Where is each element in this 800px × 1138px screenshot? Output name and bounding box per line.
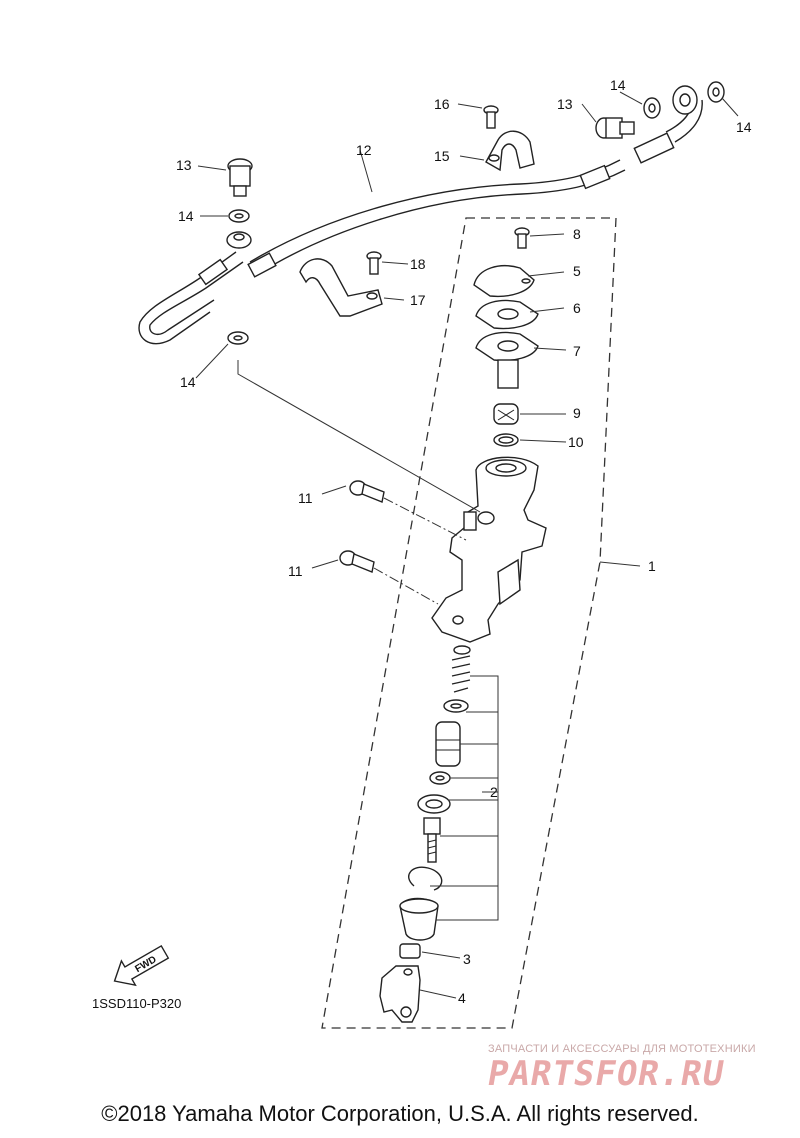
diaphragm-plate-6: [475, 299, 539, 330]
callout-15: 15: [434, 148, 450, 164]
callout-9: 9: [573, 405, 581, 421]
hose-holder-17: [299, 258, 383, 317]
callout-10: 10: [568, 434, 584, 450]
bolt-11b: [339, 550, 375, 573]
callout-8: 8: [573, 226, 581, 242]
union-bolt-right: [595, 117, 635, 139]
washer-14c: [643, 97, 661, 119]
bolt-11a: [349, 480, 385, 503]
fwd-label: FWD: [133, 954, 158, 975]
washer-plate: [417, 794, 451, 814]
assembly-boundary: [321, 217, 617, 1029]
cap-5: [473, 265, 535, 298]
screw-18: [366, 251, 382, 275]
float-9: [493, 403, 519, 425]
watermark-tagline: ЗАПЧАСТИ И АКСЕССУАРЫ ДЛЯ МОТОТЕХНИКИ: [488, 1043, 756, 1055]
callout-11a: 11: [298, 490, 313, 506]
callout-5: 5: [573, 263, 581, 279]
banjo-fitting-left: [226, 231, 252, 249]
callout-12: 12: [356, 142, 372, 158]
hose-holder-15: [485, 130, 535, 172]
cup-2: [429, 771, 451, 785]
washer-14d: [707, 81, 725, 103]
brake-hose: [138, 97, 703, 345]
nut-3: [399, 943, 421, 959]
piston-kit-bracket: [430, 675, 499, 921]
clevis-4: [379, 965, 421, 1023]
master-cylinder-body: [431, 456, 547, 643]
callout-3: 3: [463, 951, 471, 967]
callout-1: 1: [648, 558, 656, 574]
callout-2: 2: [490, 784, 498, 800]
washer-14a: [228, 209, 250, 223]
watermark-logo: PARTSFOR.RU: [484, 1054, 728, 1094]
banjo-fitting-right: [672, 85, 698, 115]
spring: [451, 645, 471, 693]
push-rod: [423, 817, 441, 863]
callout-14b: 14: [180, 374, 196, 390]
callout-16: 16: [434, 96, 450, 112]
o-ring-10: [493, 433, 519, 447]
boot: [399, 897, 439, 941]
screw-8: [514, 227, 530, 249]
callout-14d: 14: [736, 119, 752, 135]
callout-17: 17: [410, 292, 426, 308]
diaphragm-7: [475, 331, 539, 389]
callout-11b: 11: [288, 563, 303, 579]
screw-16: [483, 105, 499, 129]
drawing-code: 1SSD110-P320: [92, 996, 182, 1011]
callout-13a: 13: [176, 157, 192, 173]
callout-13b: 13: [557, 96, 573, 112]
callout-14c: 14: [610, 77, 626, 93]
bolt-11a-axis: [383, 497, 467, 541]
piston: [435, 721, 461, 767]
circlip: [408, 866, 443, 891]
fwd-arrow: FWD: [113, 944, 170, 987]
leader-lines: [195, 91, 739, 999]
bolt-11b-axis: [373, 567, 439, 605]
callout-6: 6: [573, 300, 581, 316]
washer-14b: [227, 331, 249, 345]
callout-14a: 14: [178, 208, 194, 224]
copyright-notice: ©2018 Yamaha Motor Corporation, U.S.A. A…: [101, 1101, 699, 1126]
union-bolt-left: [227, 158, 253, 197]
callout-4: 4: [458, 990, 466, 1006]
cup: [443, 699, 469, 713]
callout-18: 18: [410, 256, 426, 272]
callout-7: 7: [573, 343, 581, 359]
